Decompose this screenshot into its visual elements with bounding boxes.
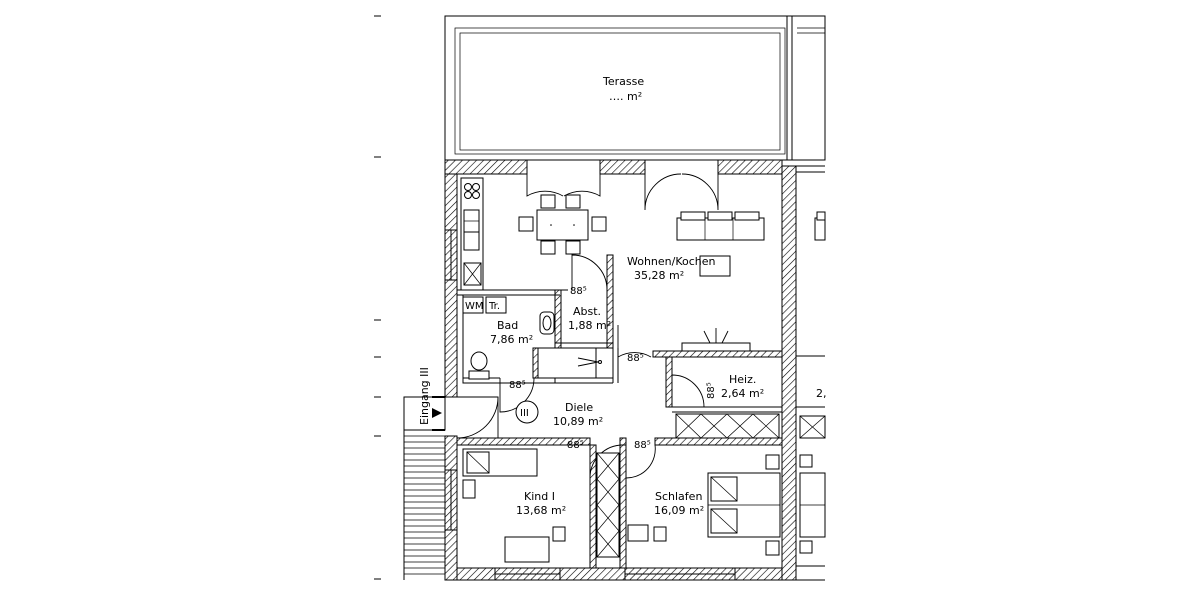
entrance-label: Eingang III [418,367,431,425]
stair-mark-label: III [520,408,529,419]
door-width-heiz: 88⁵ [706,382,717,399]
door-width-kind: 88⁵ [567,440,584,451]
door-width-labels: 88⁵ 88⁵ 88⁵ 88⁵ 88⁵ 88⁵ [509,286,717,451]
wardrobe-wide [675,413,780,439]
room-name-kind: Kind I [524,490,555,503]
room-labels: Terasse …. m² Wohnen/Kochen 35,28 m² Bad… [490,75,827,517]
room-name-wohnen: Wohnen/Kochen [627,255,716,268]
room-name-bad: Bad [497,319,518,332]
room-area-kind: 13,68 m² [516,504,566,517]
fireplace [681,328,751,352]
margin-ticks [374,15,381,580]
room-area-bad: 7,86 m² [490,333,533,346]
room-area-schlafen: 16,09 m² [654,504,704,517]
room-area-abst: 1,88 m² [568,319,611,332]
staircase: Eingang III [403,367,446,580]
kitchen-counter [460,177,484,291]
schlafen-furniture [627,454,781,556]
bathroom-fixtures: WM Tr. [462,296,602,380]
sofa [676,211,765,241]
room-name-abst: Abst. [573,305,601,318]
terrace [444,15,826,161]
room-area-heiz: 2,64 m² [721,387,764,400]
room-name-schlafen: Schlafen [655,490,702,503]
room-area-neighbor: 2, [816,387,827,400]
door-width-wohnen: 88⁵ [627,353,644,364]
wardrobe-tall [596,452,620,558]
neighbor-unit [799,211,826,554]
interior-walls [456,254,825,569]
room-area-terasse: …. m² [609,90,642,103]
room-area-wohnen: 35,28 m² [634,269,684,282]
door-width-abst: 88⁵ [570,286,587,297]
room-area-diele: 10,89 m² [553,415,603,428]
outer-walls [444,159,825,581]
coffee-table [699,255,731,277]
dryer-label: Tr. [488,301,500,312]
room-name-heiz: Heiz. [729,373,756,386]
door-width-schlafen: 88⁵ [634,440,651,451]
dining-table [518,194,607,255]
door-width-bad: 88⁵ [509,380,526,391]
terrace-doors [526,160,719,211]
room-name-diele: Diele [565,401,593,414]
washer-label: WM [465,301,484,312]
entrance-arrow-icon [432,408,442,418]
kind-furniture [462,448,566,563]
stair-mark: III [515,400,539,424]
room-name-terasse: Terasse [602,75,644,88]
